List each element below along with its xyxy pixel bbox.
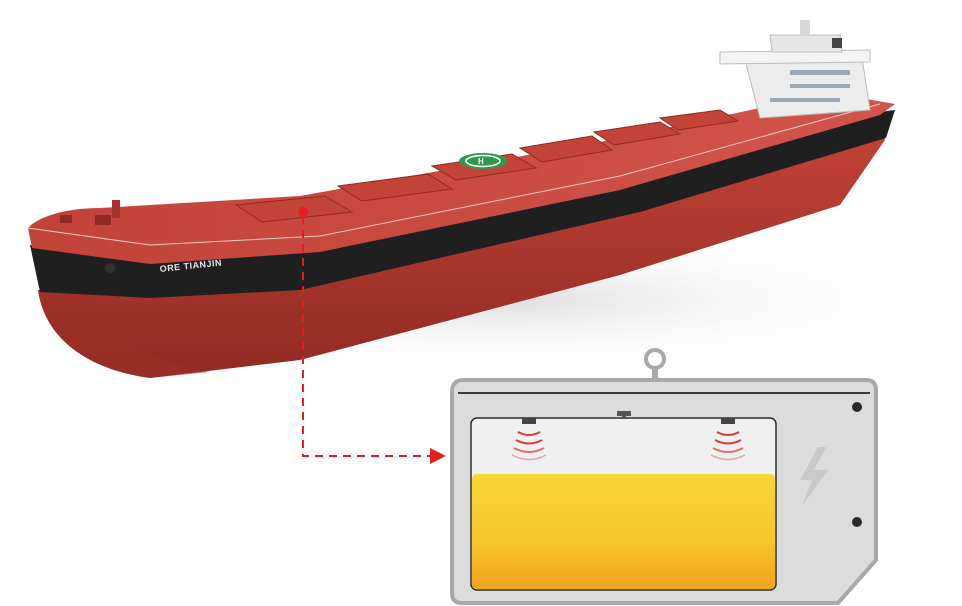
red-dot-icon (298, 207, 308, 217)
sensor-connector (298, 207, 446, 464)
bulk-carrier-ship: H ORE TIANJIN (27, 20, 960, 378)
lightning-bolt-icon (800, 447, 828, 506)
radar-sensor-icon (511, 418, 547, 461)
ship-black-band (30, 110, 895, 298)
bow-equipment (60, 200, 120, 273)
svg-text:H: H (478, 157, 484, 166)
dashed-connector-line (302, 216, 446, 464)
helipad-icon: H (459, 153, 507, 169)
ship-deck (28, 98, 895, 264)
tank-fill-level (472, 473, 775, 589)
hull-bow-shade (38, 290, 210, 378)
ship-superstructure (719, 20, 871, 119)
center-mount-leg (622, 416, 626, 419)
bolt-bottom (852, 517, 862, 527)
deck-railing (27, 103, 881, 246)
hatch-covers (234, 109, 740, 223)
tank-sensor-diagram (450, 348, 878, 605)
radar-sensor-icon-right (710, 418, 746, 461)
center-mount (617, 411, 631, 416)
bolt-top (852, 402, 862, 412)
ring-hanger-icon (644, 348, 666, 382)
